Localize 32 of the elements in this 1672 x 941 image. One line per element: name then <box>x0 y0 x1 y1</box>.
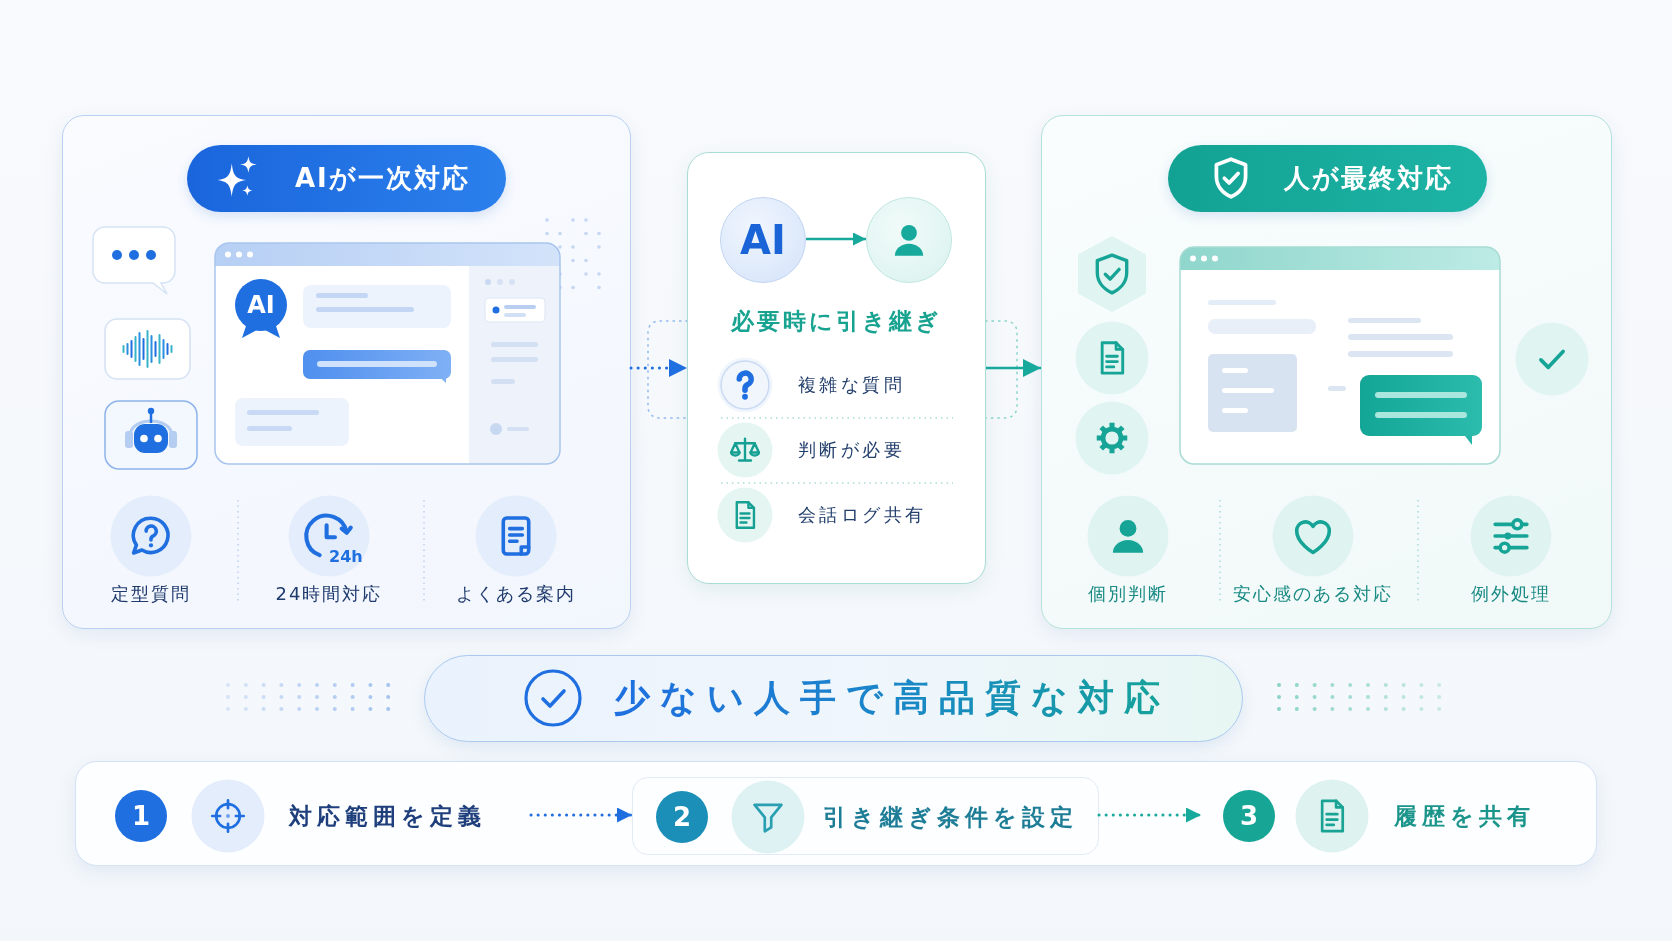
number-badge: 1 <box>115 790 167 842</box>
dotted-arrow <box>629 359 689 377</box>
heading-text: AIが一次対応 <box>295 162 470 195</box>
number-badge: 2 <box>656 791 708 843</box>
arrow <box>806 232 866 246</box>
heading-text: 必要時に引き継ぎ <box>731 307 942 336</box>
list-item: 判断が必要 <box>798 438 905 462</box>
ai-avatar: AI <box>720 197 806 283</box>
step-text: 対応範囲を定義 <box>289 802 486 831</box>
step-bar <box>75 761 1597 866</box>
dotted-arrow <box>1097 807 1203 823</box>
feature-label: 24時間対応 <box>275 582 383 606</box>
step-text: 引き継ぎ条件を設定 <box>823 803 1078 832</box>
heading-pill <box>187 145 506 212</box>
feature-label: よくある案内 <box>456 582 576 606</box>
dotted-arrow <box>529 807 634 823</box>
arrow <box>986 359 1041 377</box>
feature-label: 例外処理 <box>1471 582 1551 606</box>
number-badge: 3 <box>1223 790 1275 842</box>
panel <box>62 115 631 629</box>
step-box <box>632 777 1099 855</box>
heading-text: 人が最終対応 <box>1284 162 1453 195</box>
list-item: 会話ログ共有 <box>798 503 927 527</box>
feature-label: 個別判断 <box>1088 582 1168 606</box>
heading-pill <box>1168 145 1487 212</box>
list-item: 複雑な質問 <box>798 373 905 397</box>
panel <box>687 152 986 584</box>
feature-label: 安心感のある対応 <box>1233 582 1393 606</box>
clock-caption: 24h <box>329 547 363 567</box>
feature-label: 定型質問 <box>111 582 191 606</box>
panel <box>1041 115 1612 629</box>
step-text: 履歴を共有 <box>1394 802 1535 831</box>
